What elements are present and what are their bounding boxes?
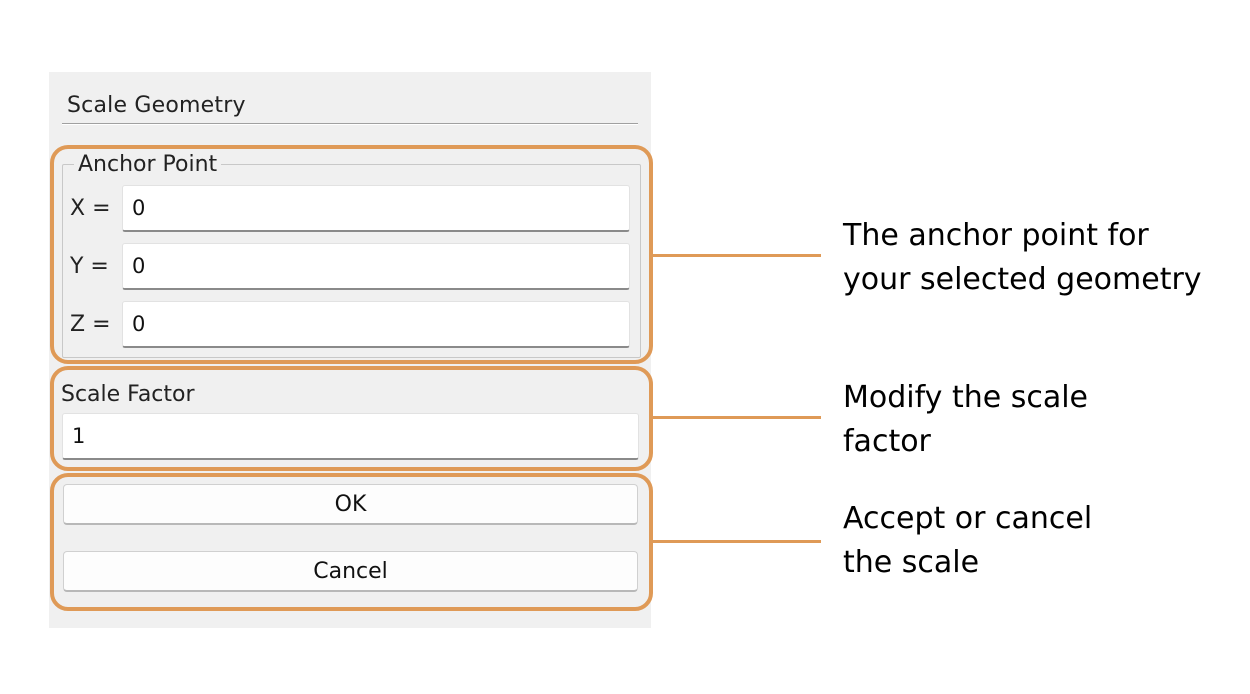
scale-annotation-line2: factor <box>843 424 931 459</box>
buttons-leader-line <box>653 540 821 543</box>
anchor-z-input[interactable]: 0 <box>122 301 630 348</box>
scale-highlight-box <box>50 366 653 471</box>
anchor-point-group-label: Anchor Point <box>74 152 222 177</box>
anchor-annotation-line2: your selected geometry <box>843 262 1202 297</box>
scale-annotation-line1: Modify the scale <box>843 380 1089 415</box>
buttons-annotation: Accept or cancel the scale <box>843 497 1092 585</box>
cancel-button[interactable]: Cancel <box>63 551 638 592</box>
panel-title: Scale Geometry <box>67 93 246 118</box>
y-label: Y = <box>70 254 109 279</box>
anchor-leader-line <box>653 254 821 257</box>
scale-factor-label: Scale Factor <box>61 382 195 407</box>
anchor-annotation: The anchor point for your selected geome… <box>843 214 1202 302</box>
scale-annotation: Modify the scale factor <box>843 376 1088 464</box>
scale-leader-line <box>653 416 821 419</box>
scale-factor-input[interactable]: 1 <box>62 413 639 460</box>
anchor-annotation-line1: The anchor point for <box>843 218 1149 253</box>
anchor-point-group <box>62 164 641 358</box>
z-label: Z = <box>70 312 111 337</box>
x-label: X = <box>70 196 111 221</box>
buttons-annotation-line1: Accept or cancel <box>843 501 1093 536</box>
ok-button[interactable]: OK <box>63 484 638 525</box>
anchor-highlight-box <box>50 145 653 364</box>
buttons-highlight-box <box>50 473 653 611</box>
anchor-x-input[interactable]: 0 <box>122 185 630 232</box>
title-divider <box>62 123 638 125</box>
buttons-annotation-line2: the scale <box>843 545 980 580</box>
anchor-y-input[interactable]: 0 <box>122 243 630 290</box>
